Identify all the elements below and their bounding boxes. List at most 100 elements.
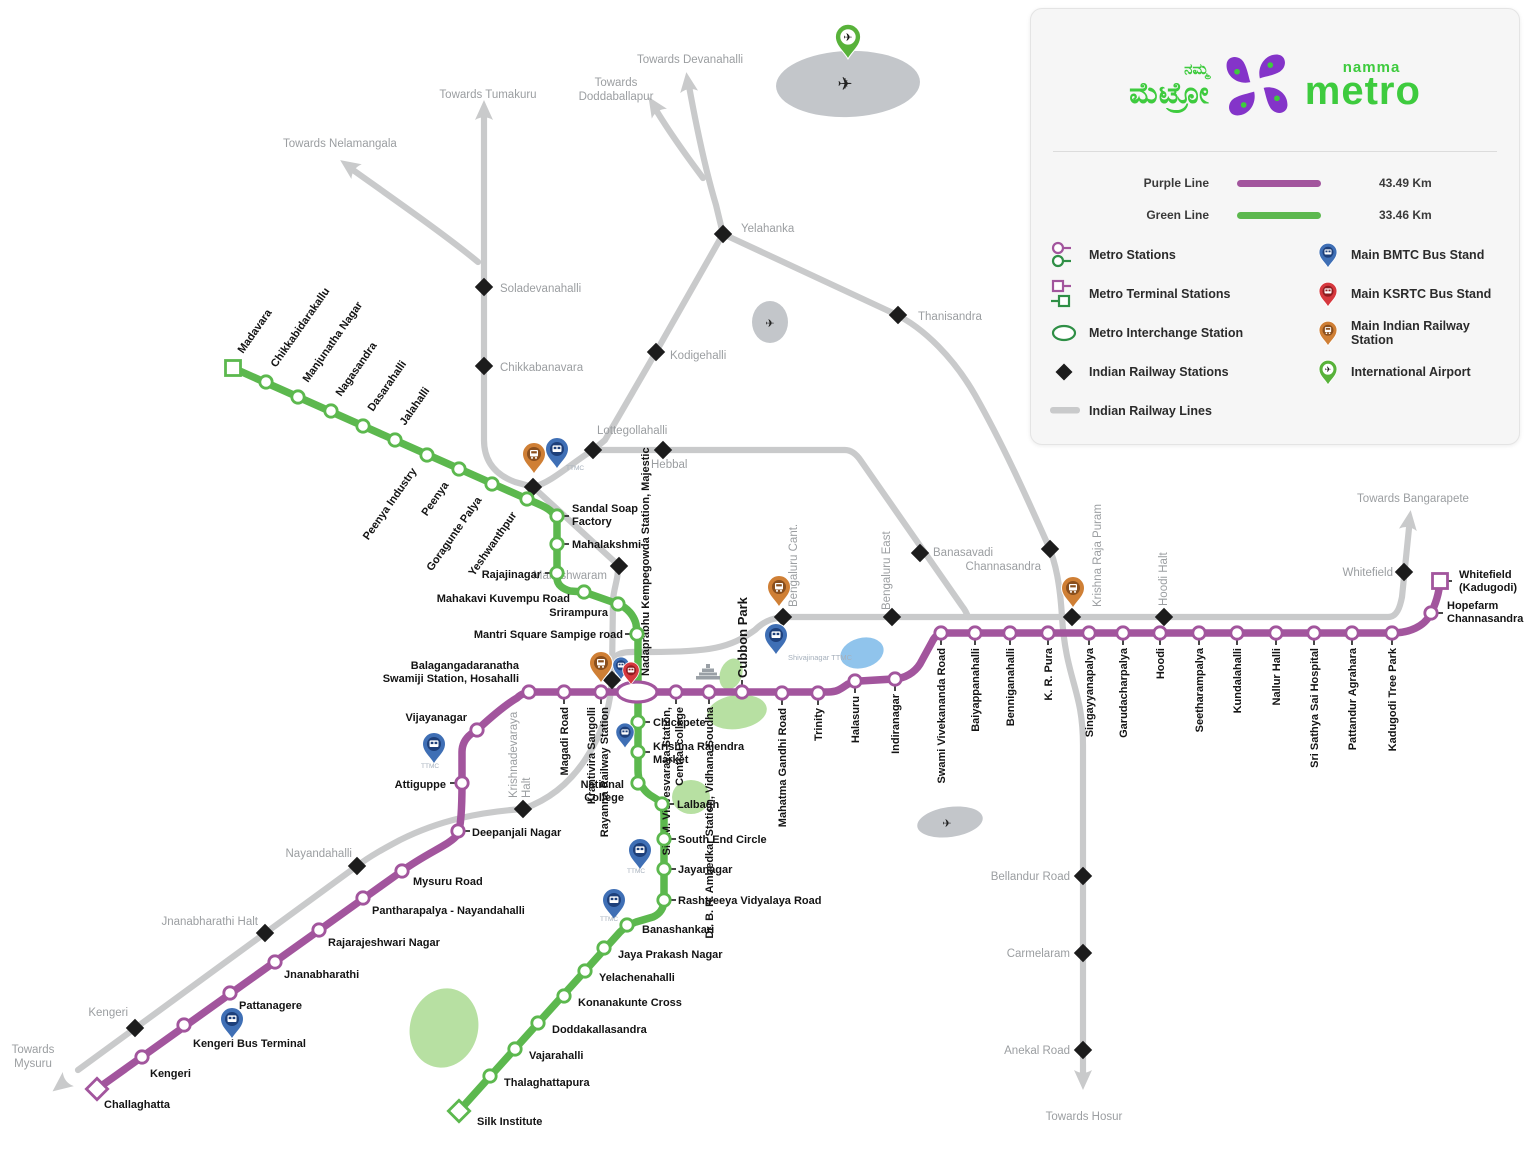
railway-label: Bengaluru Cant.	[788, 524, 800, 607]
station-kundalahalli: Kundalahalli	[1229, 625, 1245, 713]
park-area	[672, 780, 710, 814]
railway-station-diamond	[646, 342, 666, 362]
logo-kannada: ನಮ್ಮ ಮೆಟ್ರೋ	[1129, 62, 1209, 109]
railway-station-diamond	[653, 440, 673, 460]
railway-label: Thanisandra	[918, 311, 983, 323]
line-km: 33.46 Km	[1379, 208, 1432, 222]
railway-label: Hoodi Halt	[1158, 552, 1170, 606]
station-srirampura: Srirampura	[549, 596, 626, 619]
railway-arrow-doddaballapur	[648, 96, 667, 119]
station-chickpete: Chickpete	[630, 714, 706, 730]
station-label: Yeshwanthpur	[467, 509, 520, 578]
ttmc-label: TTMC	[421, 763, 439, 770]
metro-interchange-station-icon	[1051, 324, 1077, 342]
railway-stations	[125, 224, 1414, 1060]
bmtc-bus-stand-pin	[627, 838, 653, 872]
station-jayanagar: Jayanagar	[656, 861, 733, 877]
legend-icon-cell	[1311, 279, 1345, 309]
indian-railway-lines-icon	[1050, 407, 1080, 414]
station-attiguppe: Attiguppe	[395, 775, 470, 791]
station-label: Kundalahalli	[1232, 648, 1244, 713]
station-pattandur-agrahara: Pattandur Agrahara	[1344, 625, 1360, 750]
station-label: Rashtreeya Vidyalaya Road	[678, 895, 821, 907]
airplane-icon: ✈	[837, 74, 852, 94]
station-label: Krantivira Sangolli	[586, 707, 598, 804]
railway-label: Bellandur Road	[991, 871, 1070, 883]
railway-arrow-tumakuru	[475, 100, 493, 120]
station-magadi-road: Magadi Road	[556, 684, 572, 775]
station-peenya: Peenya	[420, 461, 467, 518]
railway-label: Chikkabanavara	[500, 362, 584, 374]
station-cubbon-park: Cubbon Park	[734, 596, 750, 700]
station-label: Attiguppe	[395, 779, 446, 791]
railway-station-diamond	[474, 356, 494, 376]
indian-railway-station-pin	[521, 442, 547, 476]
station-label: Dasarahalli	[366, 359, 410, 414]
railway-station-diamond	[773, 607, 793, 627]
railway-arrow-bangarapete	[1398, 510, 1417, 532]
station-label: Chickpete	[653, 717, 706, 729]
station-label: Indiranagar	[890, 693, 902, 754]
station-label: Silk Institute	[477, 1116, 542, 1128]
bmtc-bus-stand-pin	[1318, 242, 1338, 269]
station-label: Mantri Square Sampige road	[474, 629, 623, 641]
railway-station-diamond	[255, 923, 275, 943]
railway-label: Towards Devanahalli	[637, 54, 743, 66]
station-label: Nadaprabhu Kempegowda Station, Majestic	[640, 447, 652, 676]
station-challaghatta: Challaghatta	[84, 1076, 171, 1111]
railway-label: Whitefield	[1343, 567, 1394, 579]
railway-station-diamond	[910, 543, 930, 563]
station-peenya-industry: Peenya Industry	[361, 447, 435, 542]
bmtc-bus-stand-pin	[544, 437, 570, 471]
lake-area	[840, 637, 884, 669]
metro-terminal-stations-icon	[1051, 279, 1071, 308]
legend-item-label: International Airport	[1351, 365, 1471, 379]
station-label: Jalahalli	[398, 385, 433, 427]
station-dr-b-r-ambedkar-station-vidhana-soudha: Dr. B. R. Ambedkar Station, Vidhana Soud…	[701, 684, 717, 939]
legend-item-label: Metro Terminal Stations	[1089, 287, 1231, 301]
legend-icon-cell	[1049, 318, 1083, 348]
railway-label: Carmelaram	[1007, 948, 1070, 960]
railway-label: Lottegollahalli	[597, 425, 667, 437]
station-deepanjali-nagar: Deepanjali Nagar	[450, 823, 562, 839]
station-kengeri-bus-terminal: Kengeri Bus Terminal	[176, 1017, 306, 1050]
legend-divider	[1053, 151, 1497, 152]
station-label: Rajarajeshwari Nagar	[328, 937, 441, 949]
metro-stations-icon	[1051, 241, 1071, 268]
legend-icon-cell	[1311, 318, 1345, 348]
railway-line	[349, 166, 482, 266]
station-swami-vivekananda-road: Swami Vivekananda Road	[933, 625, 949, 784]
indian-railway-station-pin	[1060, 576, 1086, 610]
station-label: Central college	[674, 707, 686, 786]
railway-label: Towards Bangarapete	[1357, 493, 1469, 505]
railway-arrow-nelamangala	[340, 160, 362, 179]
station-label: Doddakallasandra	[552, 1024, 648, 1036]
station-label: Pattanagere	[239, 1000, 302, 1012]
legend-icon-cell	[1049, 357, 1083, 387]
international-airport-pin: ✈	[834, 23, 862, 61]
railway-arrow-mysuru	[52, 1071, 74, 1092]
line-label: Purple Line	[1143, 176, 1209, 190]
legend-item-label: Indian Railway Lines	[1089, 404, 1212, 418]
legend-item-main-bmtc-bus-stand: Main BMTC Bus Stand	[1311, 240, 1511, 270]
railway-label: Nayandahalli	[286, 848, 353, 860]
logo-kannada-small: ನಮ್ಮ	[1184, 60, 1209, 78]
railway-label: Halt	[521, 777, 533, 798]
station-baiyappanahalli: Baiyappanahalli	[967, 625, 983, 732]
station-label: Yelachenahalli	[599, 972, 675, 984]
station-halasuru: Halasuru	[847, 673, 863, 743]
legend-item-main-ksrtc-bus-stand: Main KSRTC Bus Stand	[1311, 279, 1511, 309]
station-sir-m-visvesvaraya-station-central-college: Sir. M. Visvesvaraya Station,Central col…	[661, 684, 686, 855]
railway-station-diamond	[474, 277, 494, 297]
park-area	[707, 694, 767, 730]
railway-station-diamond	[1394, 562, 1414, 582]
station-vijayanagar: Vijayanagar	[405, 712, 485, 738]
railway-line	[652, 106, 707, 182]
